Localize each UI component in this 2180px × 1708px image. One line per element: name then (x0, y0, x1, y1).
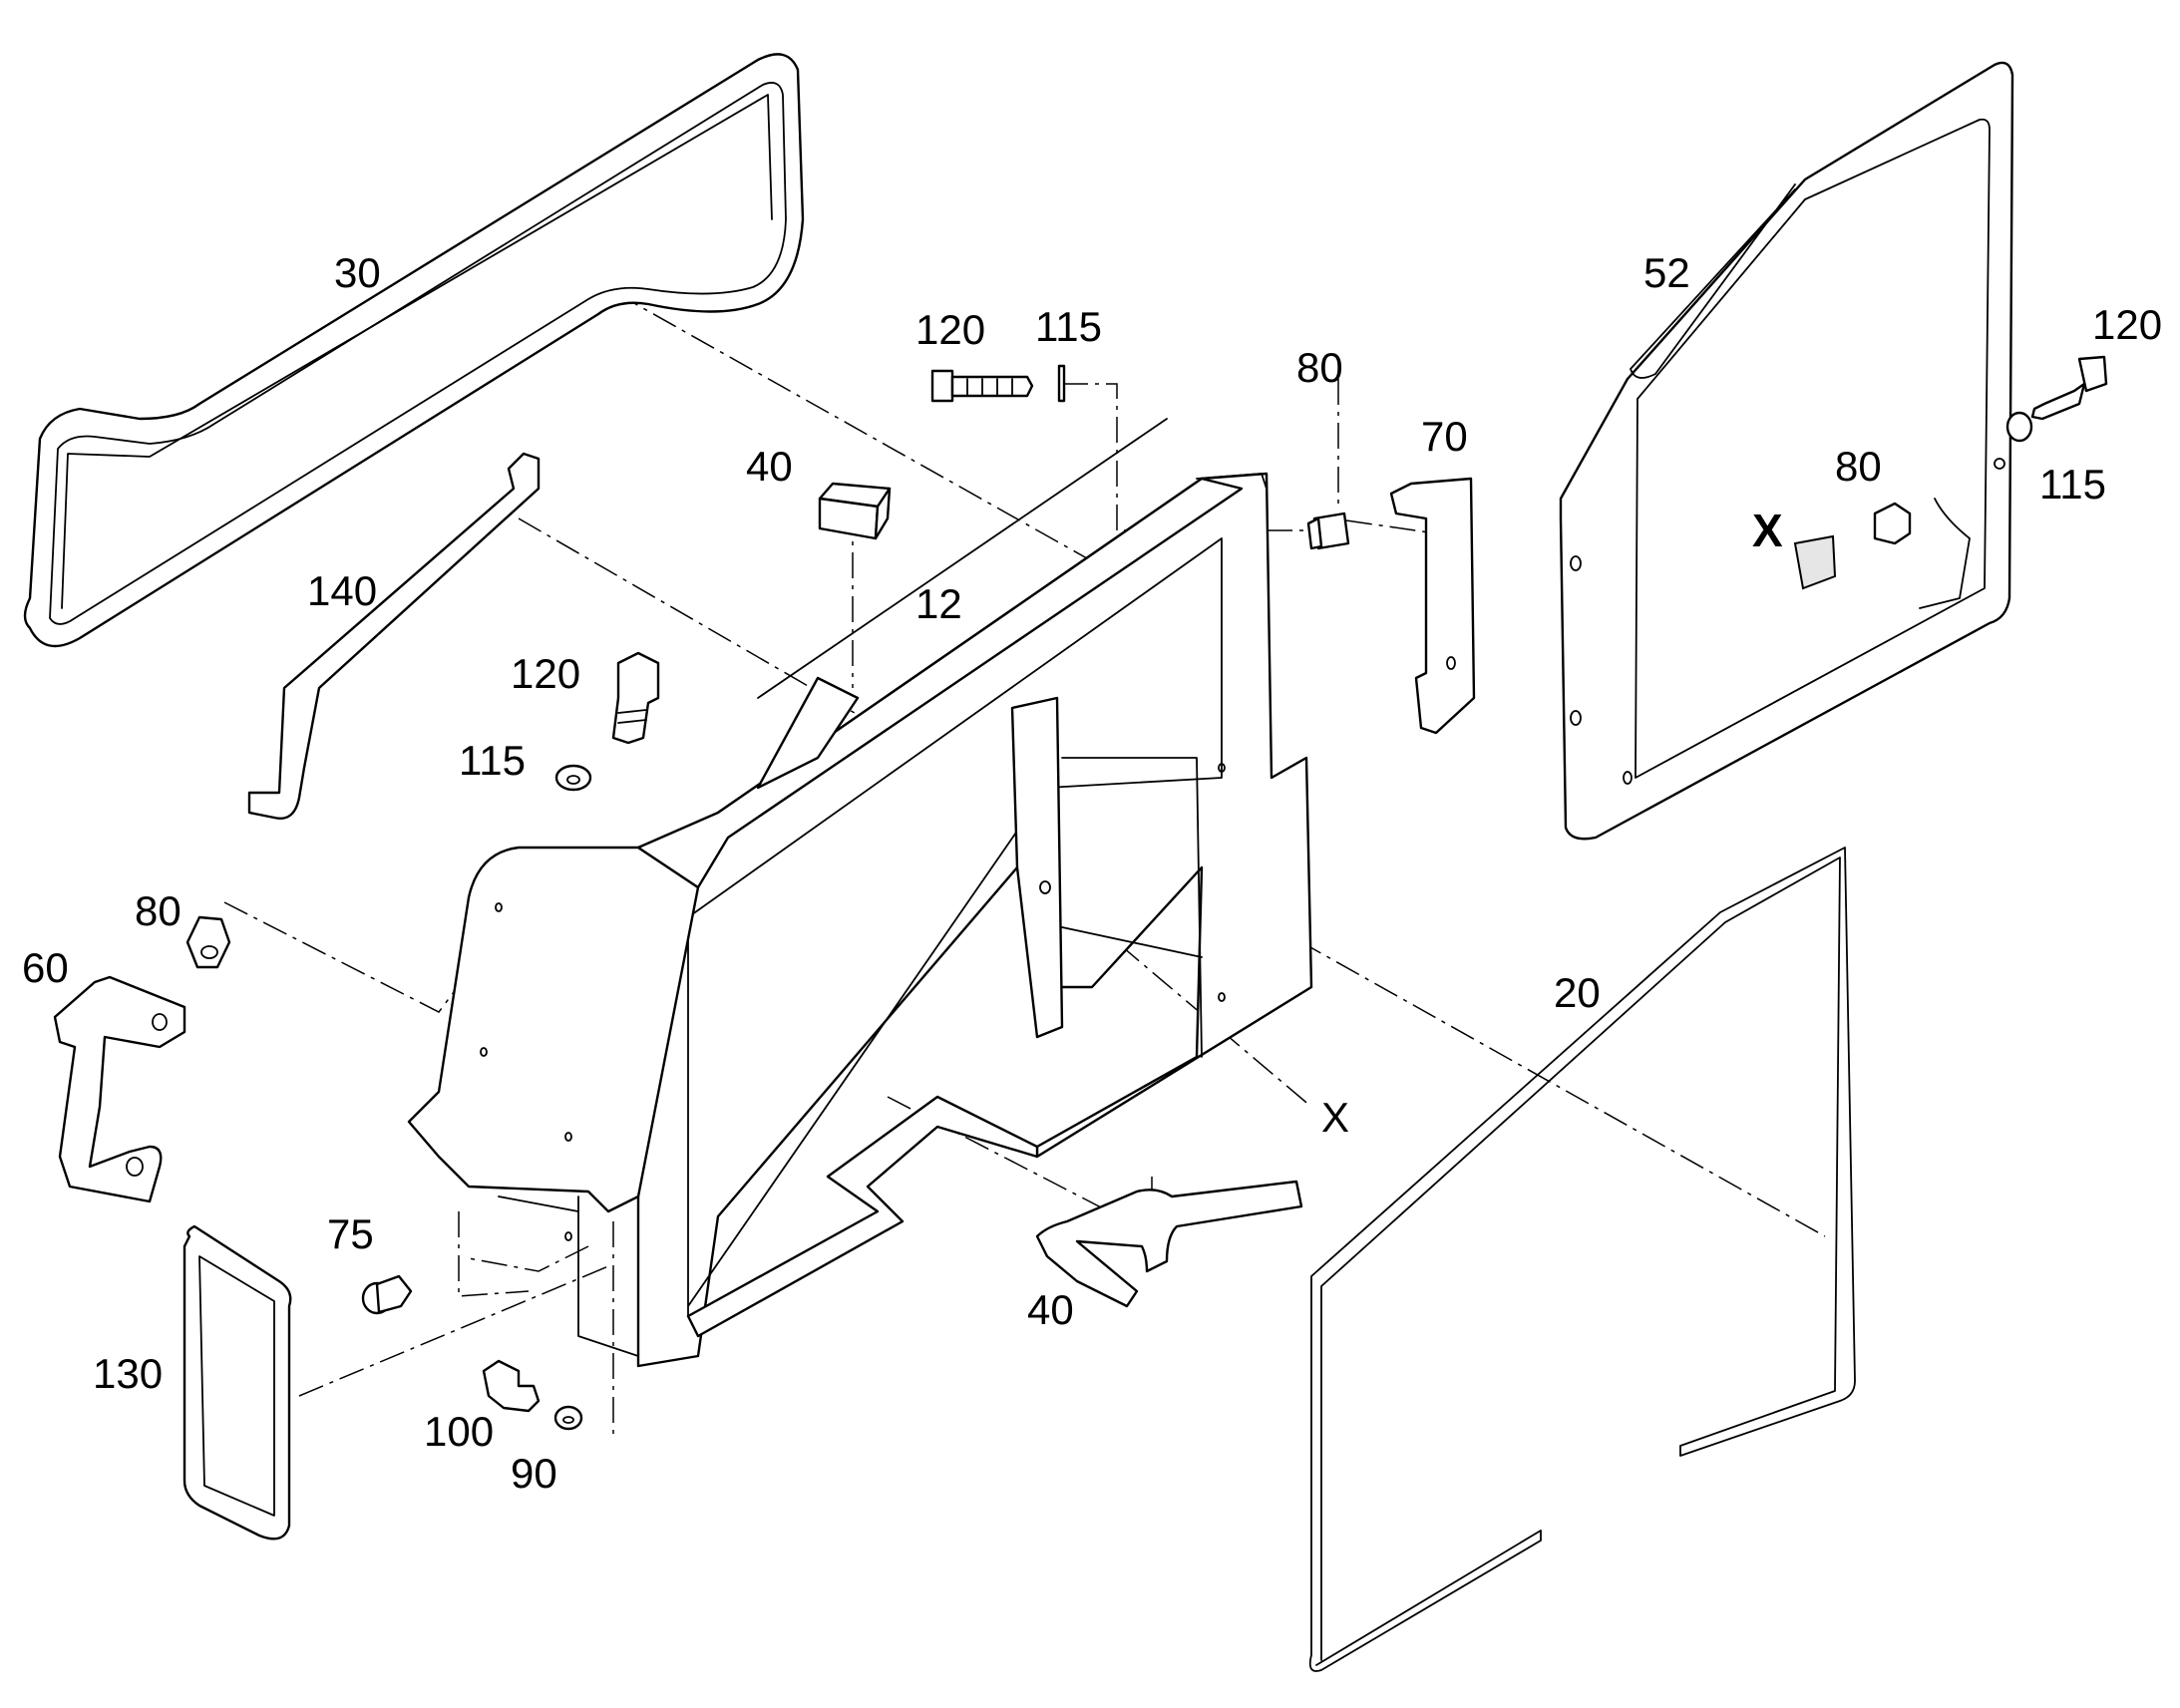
callout-labels: 30 52 120 115 80 70 40 140 12 120 115 80… (22, 249, 2162, 1497)
part-140-support-rod (247, 452, 541, 820)
callout-120-left: 120 (511, 650, 580, 697)
callout-40-bottom: 40 (1027, 1286, 1074, 1333)
callout-75: 75 (327, 1210, 374, 1257)
part-90-washer (553, 1405, 583, 1431)
part-x-clip (1793, 534, 1837, 590)
part-120-bolt-right (2030, 355, 2108, 421)
callout-115-right: 115 (2039, 461, 2106, 508)
part-120-bolt-top (930, 369, 1034, 403)
callout-80-top: 80 (1296, 344, 1343, 391)
part-100-screw (482, 1359, 541, 1413)
part-130-gasket (182, 1224, 292, 1540)
part-120-bolt-left (611, 651, 660, 745)
part-60-bracket (53, 975, 186, 1203)
callout-115-left: 115 (459, 737, 526, 784)
callout-130: 130 (93, 1350, 163, 1397)
part-80-nut-right (1873, 502, 1912, 545)
callout-90: 90 (511, 1450, 557, 1497)
callout-80-right: 80 (1835, 443, 1882, 490)
callout-120-right: 120 (2092, 301, 2162, 348)
callout-x-detail: X (1752, 505, 1783, 556)
part-115-washer-left (554, 764, 592, 792)
part-12-main-frame (407, 418, 1313, 1368)
callout-80-left: 80 (135, 887, 182, 934)
part-40-block-top (818, 482, 892, 540)
callout-100: 100 (424, 1408, 494, 1455)
part-30-top-seal (23, 53, 805, 648)
part-80-nut-top (1306, 512, 1350, 550)
part-115-washer-top (1057, 364, 1066, 403)
callout-70: 70 (1421, 413, 1468, 460)
callout-52: 52 (1643, 249, 1690, 296)
callout-140: 140 (307, 567, 377, 614)
part-70-bracket (1389, 477, 1476, 735)
callout-115-top: 115 (1035, 303, 1102, 350)
callout-20: 20 (1554, 969, 1601, 1016)
callout-12: 12 (915, 580, 962, 627)
callout-30: 30 (334, 249, 381, 296)
part-52-side-panel (1559, 61, 2014, 841)
callout-40-top: 40 (746, 443, 793, 490)
callout-x-frame: X (1321, 1094, 1349, 1141)
part-80-nut-left (185, 915, 231, 969)
part-20-gasket-wire (1308, 847, 1856, 1672)
part-40-u-bar (1035, 1180, 1303, 1308)
callout-120-top: 120 (915, 306, 985, 353)
part-75-plug (361, 1274, 413, 1315)
part-115-washer-right (2005, 411, 2033, 443)
callout-60: 60 (22, 944, 69, 991)
